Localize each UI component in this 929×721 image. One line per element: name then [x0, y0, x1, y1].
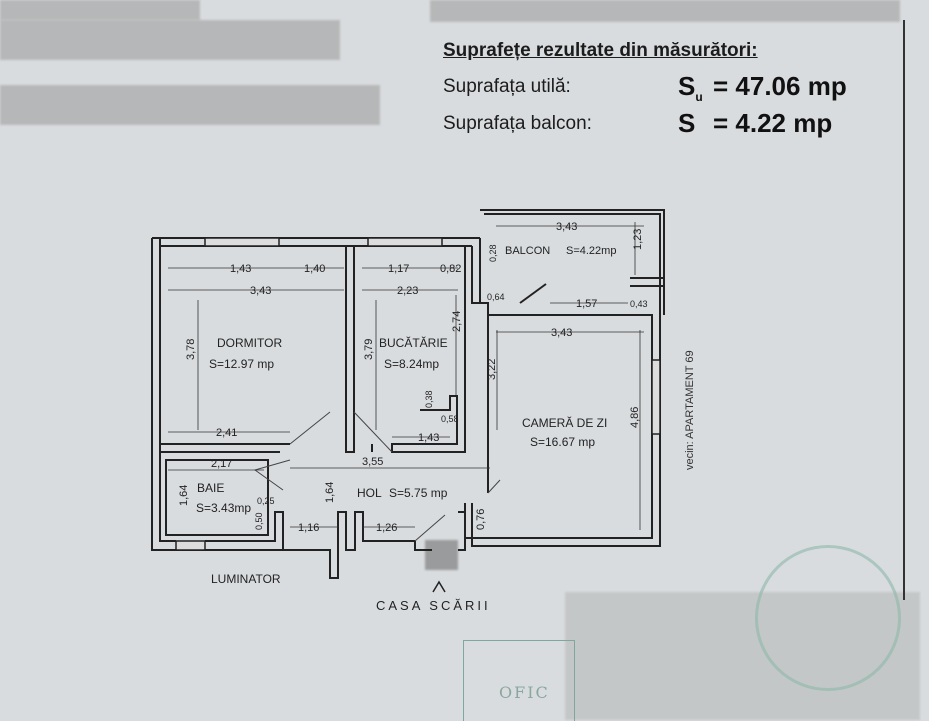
- room-name-dormitor: DORMITOR: [217, 336, 282, 350]
- office-stamp: OFIC: [463, 640, 575, 721]
- dim-label: 3,78: [185, 339, 197, 360]
- room-area-baie: S=3.43mp: [196, 501, 251, 515]
- dim-label: 1,57: [576, 298, 597, 310]
- room-name-bucatarie: BUCĂTĂRIE: [379, 335, 448, 350]
- dim-label: 3,43: [250, 285, 271, 297]
- window-dormitor: [204, 237, 280, 247]
- dim-label: 1,43: [230, 263, 251, 275]
- dim-label: 0,28: [488, 244, 498, 262]
- dim-label: 1,43: [418, 432, 439, 444]
- outer-wall-left: [151, 238, 283, 551]
- dim-label: 3,43: [556, 221, 577, 233]
- dim-label: 2,23: [397, 285, 418, 297]
- balcony-area-symbol: S: [678, 108, 696, 138]
- room-name-baie: BAIE: [197, 481, 224, 495]
- dim-label: 1,17: [388, 263, 409, 275]
- redacted-header-left-3: [0, 85, 380, 125]
- dim-label: 2,74: [451, 311, 463, 332]
- dim-label: 2,41: [216, 427, 237, 439]
- dim-label: 0,58: [441, 414, 459, 424]
- dim-label: 0,38: [424, 390, 434, 408]
- room-area-dormitor: S=12.97 mp: [209, 357, 274, 371]
- window-bucatarie: [367, 237, 443, 247]
- dim-label: 3,22: [486, 359, 498, 380]
- window-camera: [651, 359, 661, 435]
- redacted-header-left-2: [0, 20, 340, 60]
- room-name-camera: CAMERĂ DE ZI: [522, 415, 607, 430]
- dim-label: 0,76: [475, 509, 487, 530]
- dim-label: 1,26: [376, 522, 397, 534]
- room-name-balcon: BALCON: [505, 245, 550, 257]
- room-area-balcon: S=4.22mp: [566, 245, 616, 257]
- stairs-label: CASA SCĂRII: [376, 598, 491, 613]
- dim-label: 1,64: [324, 482, 336, 503]
- official-seal: [755, 545, 901, 691]
- dim-label: 0,43: [630, 299, 648, 309]
- balcony-area-value: = 4.22 mp: [713, 108, 833, 138]
- useful-area-symbol: Su: [678, 71, 703, 105]
- room-name-hol: HOL: [357, 486, 382, 500]
- dim-label: 0,25: [257, 496, 275, 506]
- dim-label: 3,55: [362, 456, 383, 468]
- redacted-header-left: [0, 0, 200, 20]
- luminator-label: LUMINATOR: [211, 572, 281, 586]
- wall-bucatarie: [391, 246, 466, 453]
- dim-label: 0,82: [440, 263, 461, 275]
- summary-heading: Suprafețe rezultate din măsurători:: [443, 40, 758, 61]
- dim-label: 1,23: [632, 229, 644, 250]
- redacted-header-right: [430, 0, 900, 22]
- dim-label: 3,79: [363, 339, 375, 360]
- dim-label: 0,50: [254, 512, 264, 530]
- wall-camera-left: [480, 302, 489, 493]
- dim-label: 0,64: [487, 292, 505, 302]
- room-area-camera: S=16.67 mp: [530, 435, 595, 449]
- dim-label: 3,43: [551, 327, 572, 339]
- dim-label: 1,64: [178, 485, 190, 506]
- useful-area-label: Suprafața utilă:: [443, 76, 571, 97]
- dim-label: 2,17: [211, 458, 232, 470]
- page-border-line: [903, 20, 905, 600]
- dim-label: 1,40: [304, 263, 325, 275]
- balcony-area-label: Suprafața balcon:: [443, 113, 592, 134]
- dim-label: 4,86: [629, 407, 641, 428]
- wall-dormitor-bucatarie: [345, 246, 355, 453]
- redacted-photo-marker: [425, 540, 458, 570]
- neighbor-label: vecin: APARTAMENT 69: [684, 350, 696, 470]
- entrance-arrow-icon: [432, 580, 446, 593]
- room-area-hol: S=5.75 mp: [389, 486, 448, 500]
- useful-area-value: = 47.06 mp: [713, 71, 847, 101]
- balcony-outline: [480, 209, 665, 278]
- walls-hol-baie: [159, 452, 415, 579]
- room-area-bucatarie: S=8.24mp: [384, 357, 439, 371]
- window-baie: [175, 540, 206, 551]
- dim-label: 1,16: [298, 522, 319, 534]
- stamp-text: OFIC: [499, 683, 550, 702]
